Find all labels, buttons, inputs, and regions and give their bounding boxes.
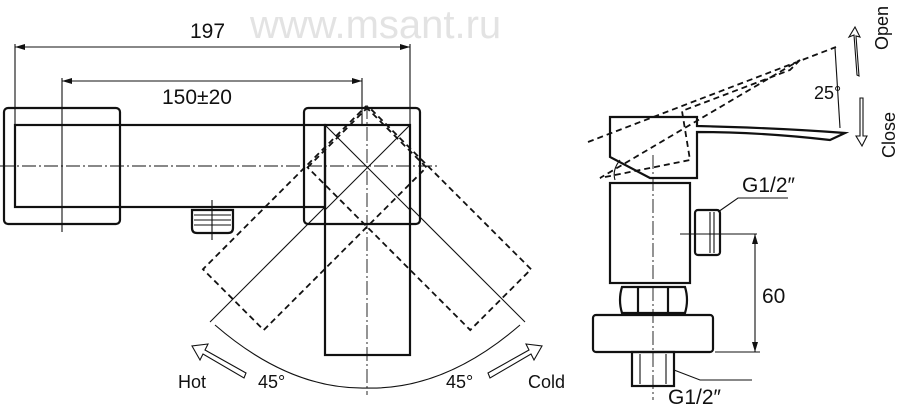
cold-label: Cold (528, 372, 565, 392)
open-label: Open (872, 6, 892, 50)
center-distance-label: 150±20 (162, 86, 232, 109)
rotation-arc (214, 324, 521, 389)
open-arrow-icon (847, 25, 862, 77)
outlet-thread-label: G1/2″ (742, 174, 796, 197)
side-view: 25° Open Close G1/2″ G1/2″ 60 (587, 6, 899, 407)
handle-cold-position (306, 105, 533, 332)
outlet-nut (190, 208, 235, 235)
front-view: 197 150±20 Hot 45° 45° Cold (0, 20, 565, 395)
outlet-thread (693, 208, 722, 257)
cold-arrow-icon (487, 343, 543, 379)
handle-hot-position (201, 105, 428, 332)
hot-arrow-icon (191, 343, 247, 379)
height-dimension-label: 60 (762, 285, 785, 308)
hex-nut (618, 285, 689, 315)
hot-angle-label: 45° (258, 372, 285, 392)
close-label: Close (879, 112, 899, 158)
overall-width-label: 197 (190, 20, 225, 43)
lever-angle-label: 25° (814, 83, 841, 103)
mixer-handle (323, 123, 412, 357)
inlet-thread-label: G1/2″ (668, 386, 722, 407)
side-body (608, 181, 692, 285)
watermark: www.msant.ru (249, 3, 501, 47)
close-arrow-icon (855, 97, 868, 148)
lever-open-position (587, 46, 837, 179)
hot-label: Hot (178, 372, 206, 392)
lever (608, 115, 850, 180)
cold-angle-label: 45° (446, 372, 473, 392)
